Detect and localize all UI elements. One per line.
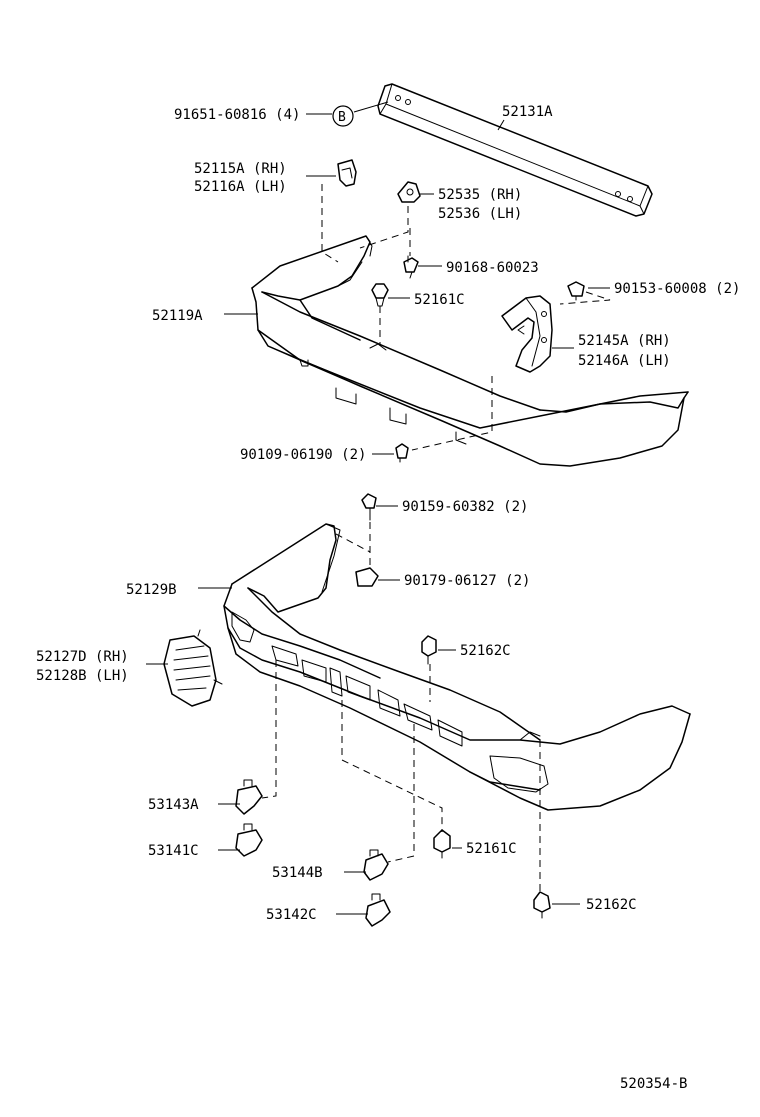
label-52128b: 52128B (LH)	[36, 668, 129, 684]
label-52145a: 52145A (RH)	[578, 333, 671, 349]
label-90168-60023: 90168-60023	[446, 260, 539, 276]
label-90179-06127: 90179-06127 (2)	[404, 573, 530, 589]
upper-dashed-guides	[321, 184, 611, 451]
clip-52161c-b	[433, 829, 451, 859]
label-52535: 52535 (RH)	[438, 187, 522, 203]
leader-lines	[146, 101, 610, 915]
label-90109-06190: 90109-06190 (2)	[240, 447, 366, 463]
label-53144b: 53144B	[272, 865, 323, 881]
bolt-90109	[395, 443, 409, 463]
clip-52162c-b	[533, 891, 551, 919]
label-53143a: 53143A	[148, 797, 199, 813]
screw-90153	[567, 281, 585, 301]
bumper-reinforcement-52131a	[377, 83, 653, 217]
label-52146a: 52146A (LH)	[578, 353, 671, 369]
label-52162c-b: 52162C	[586, 897, 637, 913]
label-90159-60382: 90159-60382 (2)	[402, 499, 528, 515]
label-52131a: 52131A	[502, 104, 553, 120]
label-52161c-b: 52161C	[466, 841, 517, 857]
label-53142c: 53142C	[266, 907, 317, 923]
nut-90179	[355, 567, 379, 587]
bracket-52535	[397, 181, 421, 203]
callout-b-letter: B	[338, 110, 346, 125]
side-retainer-52115a	[337, 159, 357, 187]
label-52536: 52536 (LH)	[438, 206, 522, 222]
clip-52162c-a	[421, 635, 437, 665]
label-52129b: 52129B	[126, 582, 177, 598]
label-52116a: 52116A (LH)	[194, 179, 287, 195]
retainer-53143a	[235, 779, 263, 815]
fog-cover-52127d	[163, 629, 223, 707]
diagram-code: 520354-B	[620, 1076, 687, 1092]
retainer-53142c	[365, 893, 391, 927]
label-52127d: 52127D (RH)	[36, 649, 129, 665]
label-90153-60008: 90153-60008 (2)	[614, 281, 740, 297]
callout-b: B	[332, 105, 354, 127]
label-52119a: 52119A	[152, 308, 203, 324]
label-52161c-top: 52161C	[414, 292, 465, 308]
clip-52161c-top	[371, 283, 389, 307]
side-bracket-52145a	[501, 295, 553, 373]
lower-dashed-guides	[261, 522, 541, 892]
label-52162c-a: 52162C	[460, 643, 511, 659]
lower-bumper-52129b	[223, 523, 691, 811]
screw-90159	[361, 493, 377, 521]
label-52115a: 52115A (RH)	[194, 161, 287, 177]
retainer-53144b	[363, 849, 389, 881]
bolt-90168	[403, 255, 419, 279]
retainer-53141c	[235, 823, 263, 857]
label-91651-60816: 91651-60816 (4)	[174, 107, 300, 123]
front-bumper-cover-52119a	[251, 235, 689, 467]
label-53141c: 53141C	[148, 843, 199, 859]
part-labels: 91651-60816 (4) 52131A 52115A (RH) 52116…	[36, 104, 740, 1092]
